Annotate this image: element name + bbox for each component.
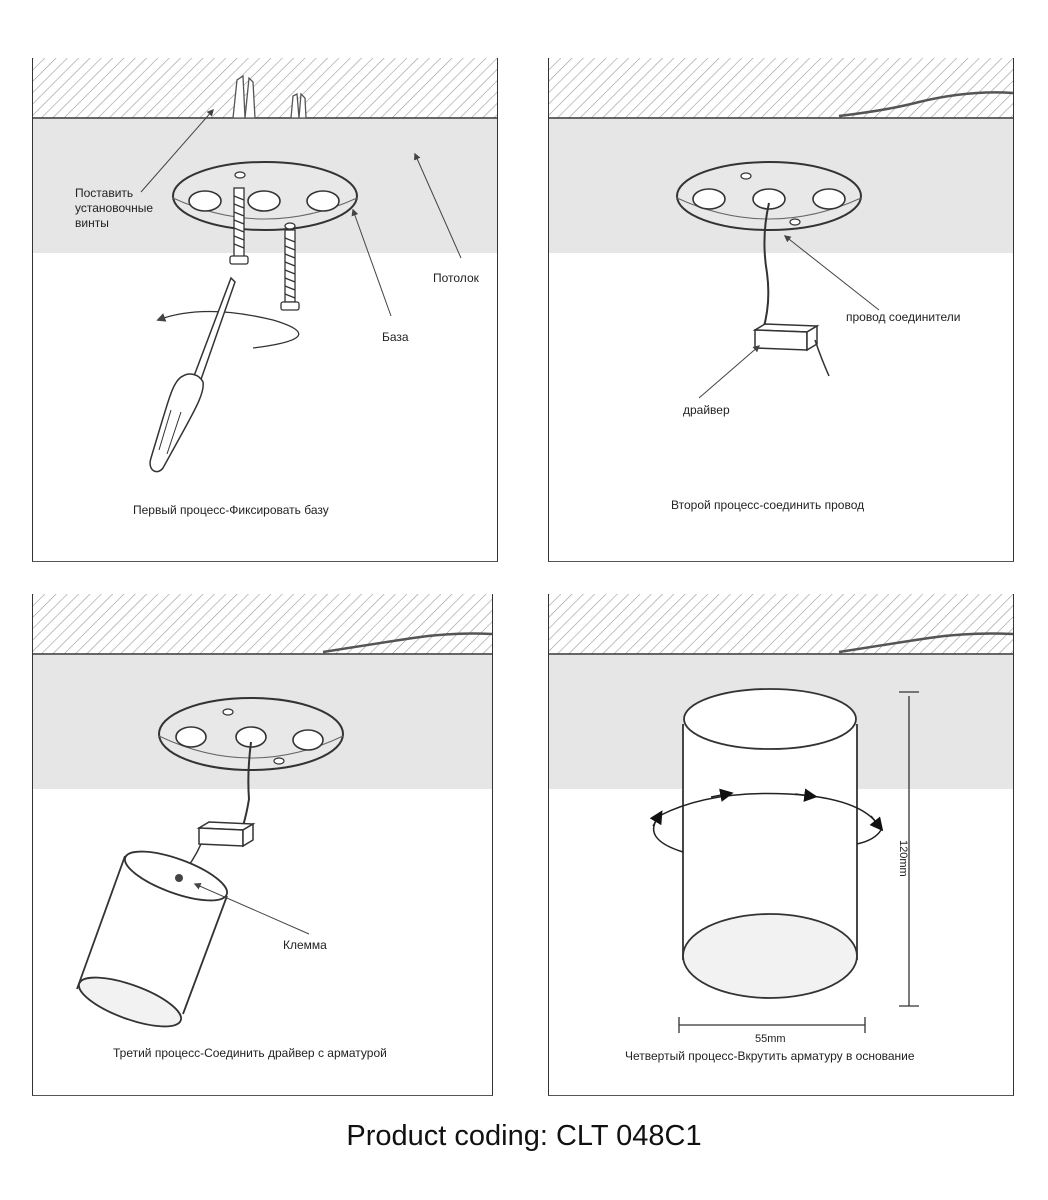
label-width: 55mm [755,1033,786,1045]
caption-step-2: Второй процесс-соединить провод [671,498,865,512]
leader-wire [783,235,880,311]
caption-step-3: Третий процесс-Соединить драйвер с армат… [113,1046,387,1060]
width-dimension [678,1017,866,1033]
screwdriver-icon [149,276,236,473]
caption-step-1: Первый процесс-Фиксировать базу [133,503,329,517]
cable-in-ceiling [322,632,492,654]
rotation-arrow-3 [794,788,818,802]
wall-anchors [232,74,307,119]
label-terminal: Клемма [283,938,327,952]
leader-driver [698,345,761,399]
step-1-illustration [33,58,497,473]
ceiling-hatch [549,58,1013,118]
label-screws-line-2: установочные [75,201,154,215]
step-2-illustration [549,58,1013,399]
rotation-arrow-4 [869,815,884,832]
step-3-illustration [33,594,492,1028]
panel-step-3: Клемма Третий процесс-Соединить драйвер … [32,594,493,1096]
ceiling-hatch [33,594,492,654]
panel-step-4: 120mm 55mm Четвертый процесс-Вкрутить ар… [548,594,1014,1096]
leader-base [351,208,392,317]
step-4-illustration [549,594,1013,1033]
fixture-cylinder [76,850,228,1028]
driver-box [752,323,820,352]
label-screws-line-1: Поставить [75,186,134,200]
ceiling-hatch [549,594,1013,654]
rotation-arrow-2 [710,788,734,802]
cable-in-ceiling [838,632,1013,654]
label-connecting-wire: провод соединители [846,310,961,324]
label-screws: Поставить установочные винты [75,186,153,231]
height-dimension [899,691,919,1007]
driver-box [196,821,256,848]
connecting-wire [762,202,770,331]
screw-2 [280,222,300,311]
base-plate [676,161,862,231]
leader-ceiling [414,152,462,259]
cable-in-ceiling [838,91,1013,118]
panel-step-2: провод соединители драйвер Второй процес… [548,58,1014,562]
caption-step-4: Четвертый процесс-Вкрутить арматуру в ос… [625,1049,915,1063]
fixture-cylinder [682,688,858,999]
product-coding: Product coding: CLT 048C1 [346,1120,702,1152]
base-plate [158,697,344,771]
label-base: База [382,330,409,344]
leader-terminal [193,883,310,935]
leader-screws [140,108,214,193]
output-wire [814,339,830,377]
ceiling-hatch [33,58,497,118]
rotation-arrow-1 [649,810,663,827]
label-height: 120mm [897,840,909,877]
terminal-connector [175,874,183,882]
connecting-wire [242,741,252,827]
rotation-arrow [156,310,300,349]
label-ceiling: Потолок [433,271,479,285]
base-plate [172,161,358,231]
label-driver: драйвер [683,403,730,417]
label-screws-line-3: винты [75,216,109,230]
panel-step-1: Поставить установочные винты Потолок Баз… [32,58,498,562]
screw-1 [229,187,249,265]
